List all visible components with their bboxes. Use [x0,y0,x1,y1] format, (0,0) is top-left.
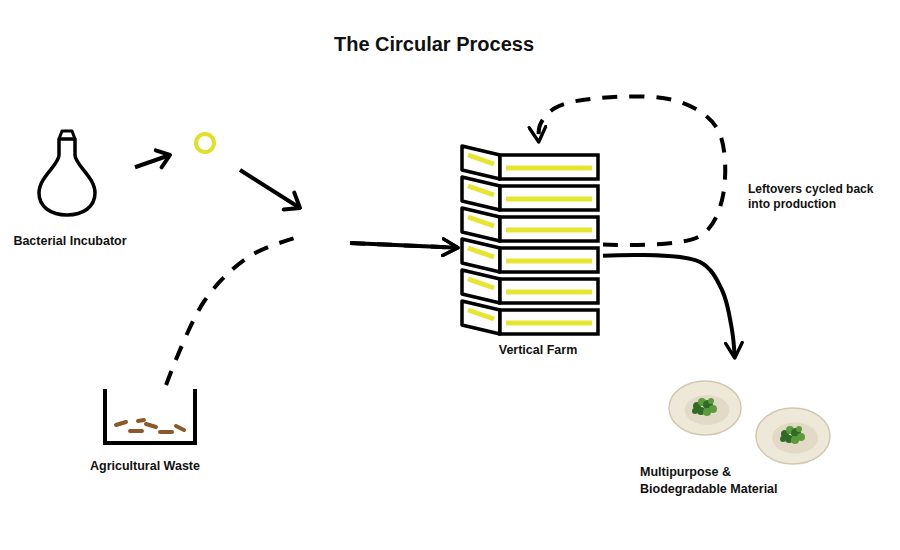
flow-connector [603,255,735,358]
waste-bit [160,430,172,434]
flask-outline [39,139,95,215]
node-texts: Agricultural Waste [80,458,210,475]
shelf-plants [468,217,494,226]
node-label: Vertical Farm [458,342,618,359]
shelf-plants [506,259,592,264]
shelf-side [462,208,500,241]
diagram-node: Multipurpose & Biodegradable Material [635,358,850,518]
bacteria-dot [196,134,214,152]
node-label: Bacterial Incubator [5,233,135,250]
node-icon [458,142,603,338]
bowl-shell [756,408,830,464]
bowl-greens [796,426,802,432]
waste-bit [176,426,184,430]
bowl-shell [669,381,741,435]
shelf-plants [506,166,592,171]
shelf-plants [468,248,494,257]
flow-connector [166,238,458,385]
shelf-tray [500,186,598,210]
bowl-greens [791,436,799,444]
bowl-greens [708,398,714,404]
bowl-hollow [772,423,818,454]
farm-shelf [462,146,598,179]
farm-shelf [462,208,598,241]
diagram-title: The Circular Process [234,33,634,56]
node-icon [80,385,210,449]
connector-label: Leftovers cycled back into production [748,182,876,212]
node-icon [5,125,135,225]
shelf-tray [500,217,598,241]
node-texts: Multipurpose & Biodegradable Material [640,464,805,498]
farm-shelf [462,177,598,210]
bowl-greens [780,436,786,442]
farm-shelf [462,270,598,303]
shelf-plants [468,279,494,288]
node-texts: Bacterial Incubator [5,233,135,250]
farm-shelf [462,301,598,334]
waste-bit [130,429,142,433]
shelf-tray [500,155,598,179]
shelf-plants [506,197,592,202]
waste-bit [138,420,144,421]
material-bowl [756,408,830,464]
diagram-node: Vertical Farm [458,142,603,360]
waste-bin [105,389,195,443]
shelf-side [462,239,500,272]
shelf-plants [506,321,592,326]
shelf-side [462,146,500,179]
shelf-plants [506,228,592,233]
bowl-hollow [685,395,730,425]
farm-shelf [462,239,598,272]
shelf-plants [468,310,494,319]
diagram-node: Bacterial Incubator [5,125,135,255]
diagram-node: Agricultural Waste [80,385,210,477]
waste-bit [116,422,126,425]
flow-connector [135,155,458,248]
flask-stopper [59,131,75,139]
bowl-greens [703,408,711,416]
shelf-side [462,270,500,303]
shelf-tray [500,279,598,303]
node-label: Multipurpose & Biodegradable Material [640,464,805,498]
shelf-plants [506,290,592,295]
shelf-plants [468,155,494,164]
shelf-plants [468,186,494,195]
node-texts: Vertical Farm [458,342,618,359]
material-bowl [669,381,741,435]
shelf-side [462,177,500,210]
node-label: Agricultural Waste [80,458,210,475]
shelf-side [462,301,500,334]
connector-layer [135,96,735,385]
waste-bit [146,424,156,427]
shelf-tray [500,248,598,272]
shelf-tray [500,310,598,334]
bowl-greens [692,408,698,414]
